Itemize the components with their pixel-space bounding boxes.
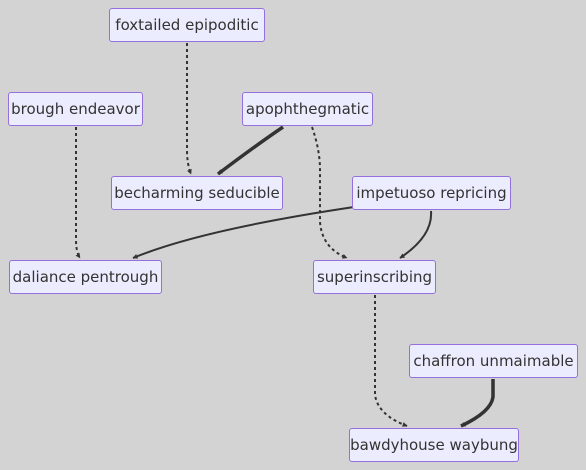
node-impetuoso-repricing[interactable]: impetuoso repricing: [352, 176, 511, 210]
node-label: brough endeavor: [11, 100, 140, 118]
node-label: daliance pentrough: [12, 268, 159, 286]
node-chaffron-unmaimable[interactable]: chaffron unmaimable: [409, 344, 578, 378]
node-apophthegmatic[interactable]: apophthegmatic: [242, 92, 373, 126]
node-bawdyhouse-waybung[interactable]: bawdyhouse waybung: [349, 428, 519, 462]
node-daliance-pentrough[interactable]: daliance pentrough: [9, 260, 162, 294]
node-label: chaffron unmaimable: [413, 352, 574, 370]
node-label: apophthegmatic: [245, 100, 370, 118]
edge-apophthegmatic-to-superinscribing: [311, 126, 348, 259]
node-label: becharming seducible: [114, 184, 280, 202]
edge-impetuoso-to-superinscribing: [399, 210, 433, 259]
edge-superinscribing-to-bawdyhouse: [374, 295, 408, 427]
edge-apophthegmatic-to-becharming: [216, 125, 284, 176]
edge-foxtailed-to-becharming: [186, 43, 192, 175]
node-label: superinscribing: [316, 268, 433, 286]
edge-chaffron-to-bawdyhouse: [460, 379, 495, 428]
node-foxtailed-epipoditic[interactable]: foxtailed epipoditic: [109, 8, 265, 42]
node-label: bawdyhouse waybung: [350, 436, 518, 454]
node-becharming-seducible[interactable]: becharming seducible: [111, 176, 283, 210]
node-label: impetuoso repricing: [356, 184, 507, 202]
node-superinscribing[interactable]: superinscribing: [313, 260, 436, 294]
edge-impetuoso-to-daliance: [132, 206, 355, 259]
node-label: foxtailed epipoditic: [115, 16, 259, 34]
node-brough-endeavor[interactable]: brough endeavor: [8, 92, 143, 126]
edge-brough-to-daliance: [75, 127, 81, 259]
